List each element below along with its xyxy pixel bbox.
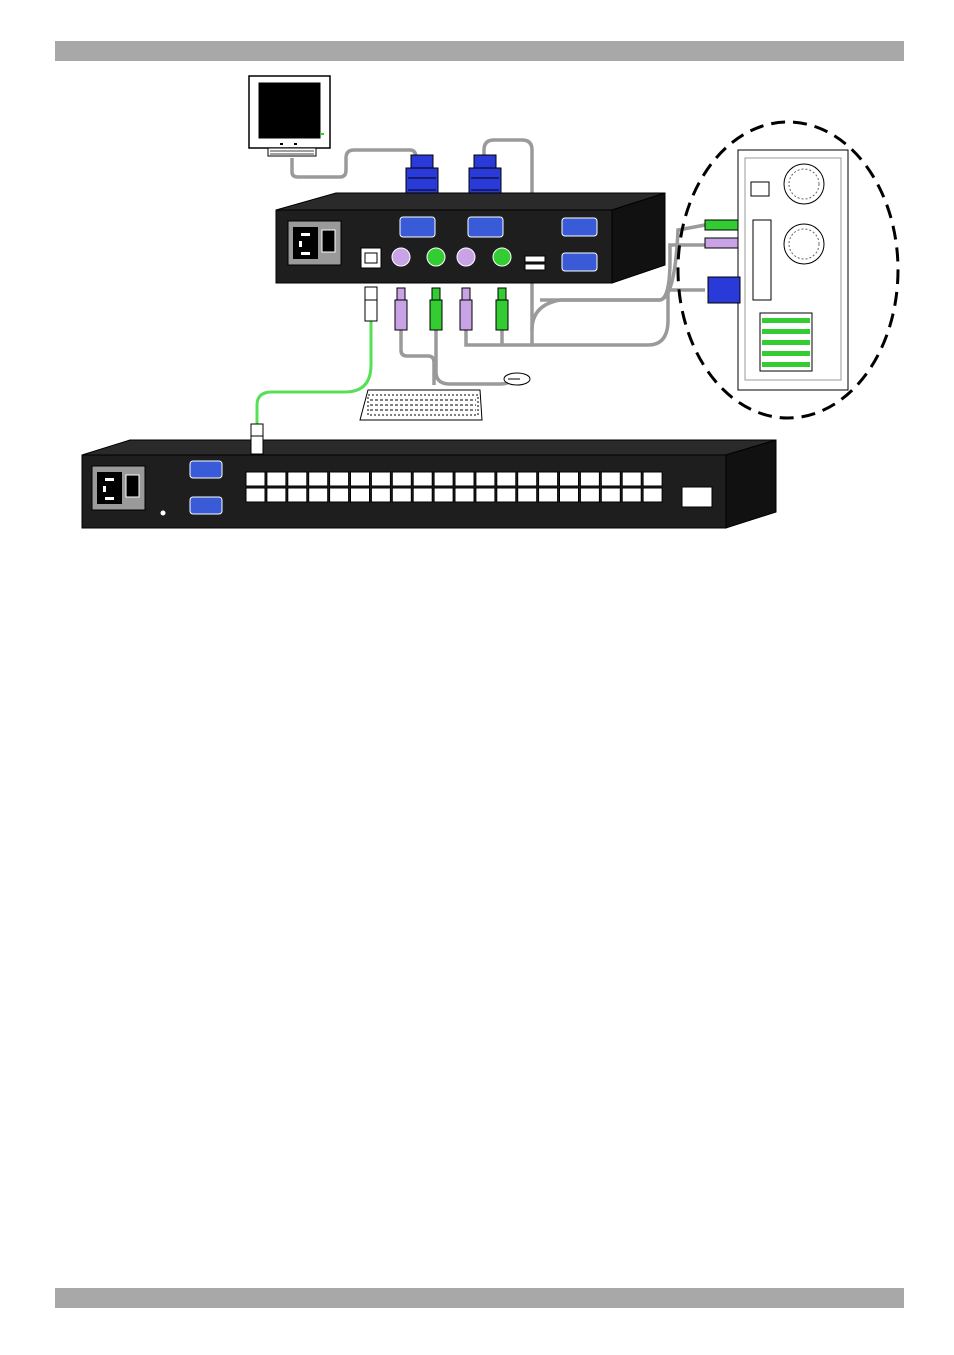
rj45-port — [497, 488, 516, 502]
rj45-port — [455, 472, 474, 486]
computer-tower-icon — [705, 150, 848, 390]
rj45-port — [413, 472, 432, 486]
rj45-port — [476, 472, 495, 486]
ps2-mouse-port — [493, 248, 511, 266]
rj45-port — [643, 488, 662, 502]
rj45-port — [539, 488, 558, 502]
rj45-port — [601, 472, 620, 486]
rj45-port — [455, 488, 474, 502]
rj45-port — [476, 488, 495, 502]
kvm-extender-unit — [276, 193, 665, 283]
rj45-port — [246, 472, 265, 486]
power-inlet-icon — [288, 221, 341, 265]
rj45-port — [643, 472, 662, 486]
kvm-switch-rack-unit — [82, 440, 776, 528]
serial-port — [190, 461, 222, 478]
rj45-port — [434, 488, 453, 502]
rj45-port — [622, 488, 641, 502]
rj45-port — [267, 488, 286, 502]
rj45-port — [580, 472, 599, 486]
ps2-plug-keyboard — [395, 288, 407, 330]
rj45-port — [361, 248, 381, 268]
monitor-icon — [249, 76, 330, 156]
rj45-port — [580, 488, 599, 502]
rj45-plug — [251, 424, 263, 454]
led-indicator — [161, 511, 166, 516]
rj45-port — [371, 472, 390, 486]
ps2-keyboard-port — [457, 248, 475, 266]
rj45-port — [601, 488, 620, 502]
serial-port — [562, 218, 597, 236]
rj45-port — [413, 488, 432, 502]
rj45-port — [560, 472, 579, 486]
rj45-port — [392, 488, 411, 502]
ps2-plug-keyboard — [460, 288, 472, 330]
rj45-port — [330, 488, 349, 502]
rj45-port — [434, 472, 453, 486]
rj45-port — [351, 472, 370, 486]
rj45-port — [309, 488, 328, 502]
ps2-keyboard-port — [392, 248, 410, 266]
usb-port — [525, 264, 545, 270]
rj45-port — [288, 488, 307, 502]
rj45-port — [309, 472, 328, 486]
ps2-plug-mouse — [430, 288, 442, 330]
rj45-plug — [365, 287, 377, 321]
usb-port — [525, 256, 545, 262]
rj45-port — [560, 488, 579, 502]
rj45-port — [539, 472, 558, 486]
rj45-port — [518, 472, 537, 486]
rj45-port — [330, 472, 349, 486]
keyboard-icon — [360, 390, 482, 420]
rj45-port — [351, 488, 370, 502]
rj45-port — [518, 488, 537, 502]
serial-port — [562, 253, 597, 271]
rj45-port — [622, 472, 641, 486]
rj45-port — [371, 488, 390, 502]
mouse-icon — [504, 373, 530, 385]
rj45-port — [267, 472, 286, 486]
rj45-port — [497, 472, 516, 486]
cat5-cable — [257, 320, 371, 428]
vga-port — [400, 217, 435, 237]
ps2-plug-mouse — [496, 288, 508, 330]
rj45-uplink-port — [682, 487, 712, 507]
serial-port — [190, 497, 222, 514]
rj45-port — [246, 488, 265, 502]
rj45-port — [288, 472, 307, 486]
power-inlet-icon — [92, 466, 145, 510]
ps2-mouse-port — [427, 248, 445, 266]
vga-port — [468, 217, 503, 237]
rj45-port — [392, 472, 411, 486]
